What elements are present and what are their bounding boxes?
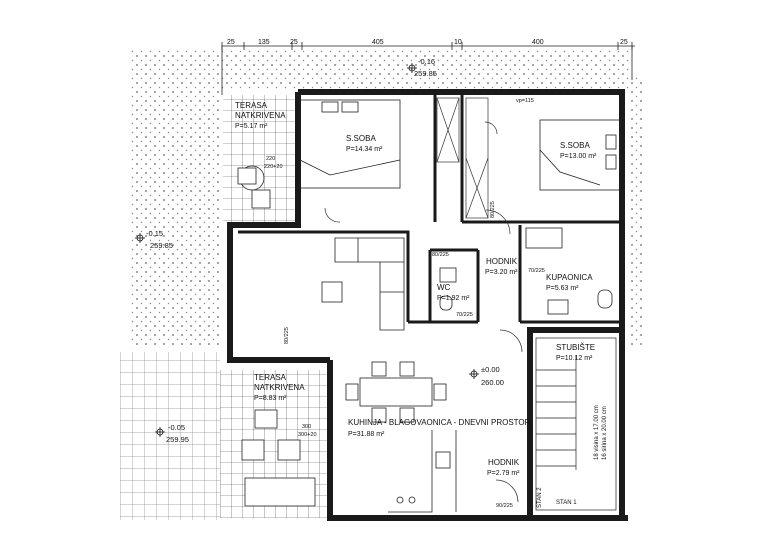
- dimension-line-top: [221, 42, 635, 95]
- wardrobes: [436, 97, 489, 219]
- level-center-b: 260.00: [481, 378, 504, 387]
- dim-10: 10: [454, 39, 462, 46]
- bed-2: [539, 119, 621, 191]
- window-w1b: 220+20: [264, 164, 283, 170]
- stan-labels: STAN 2 STAN 1: [537, 487, 577, 508]
- ground-dotted: [130, 48, 644, 348]
- room-terasa-bottom-l1: TERASA: [254, 373, 287, 382]
- room-terasa-bottom-l2: NATKRIVENA: [254, 383, 305, 392]
- door-d2: 80/225: [432, 252, 449, 258]
- room-terasa-top-l1: TERASA: [235, 101, 268, 110]
- sofa: [321, 237, 405, 331]
- door-d1: 80/225: [490, 201, 496, 218]
- dim-25-a: 25: [227, 39, 235, 46]
- stair-notes: 18 visina x 17.00 cm 16 sirina x 20.00 c…: [594, 405, 608, 460]
- dining-table: [345, 361, 447, 423]
- room-wc: WC: [437, 283, 451, 292]
- level-center-a: ±0.00: [481, 365, 500, 374]
- dim-400: 400: [532, 39, 544, 46]
- kitchen-counter: [388, 430, 457, 513]
- level-left-b: 259.85: [150, 241, 173, 250]
- bed-1: [299, 99, 401, 189]
- dimension-texts: 25 135 25 405 10 400 25: [227, 39, 628, 46]
- door-d3: 70/225: [528, 268, 545, 274]
- stair-note-1: 18 visina x 17.00 cm: [594, 405, 600, 460]
- level-top-b: 259.85: [414, 69, 437, 78]
- door-d5: 80/225: [284, 327, 290, 344]
- level-left-a: -0.15: [146, 229, 163, 238]
- room-wc-area: P=1.92 m²: [437, 295, 470, 302]
- room-stubiste-area: P=10.12 m²: [556, 355, 593, 362]
- room-hodnik-1-area: P=3.20 m²: [485, 269, 518, 276]
- room-hodnik-1: HODNIK: [486, 257, 518, 266]
- level-bottom-a: -0.05: [168, 423, 185, 432]
- level-bottom-b: 259.95: [166, 435, 189, 444]
- room-kuhinja: KUHINJA - BLAGOVAONICA - DNEVNI PROSTOR: [348, 418, 531, 427]
- exterior-walls: [227, 89, 628, 521]
- dim-135: 135: [258, 39, 270, 46]
- room-kuhinja-area: P=31.88 m²: [348, 431, 385, 438]
- stan-1-label: STAN 1: [556, 500, 577, 506]
- door-d6: 90/225: [496, 503, 513, 509]
- room-hodnik-2-area: P=2.79 m²: [487, 470, 520, 477]
- dim-25-b: 25: [290, 39, 298, 46]
- level-markers: [135, 63, 479, 437]
- terrace-furniture-bottom: [241, 409, 316, 507]
- window-w2b: 300+20: [298, 432, 317, 438]
- door-swings: [324, 121, 523, 503]
- room-labels: TERASA NATKRIVENA P=5.17 m² S.SOBA P=14.…: [235, 101, 597, 477]
- window-vp: vp=115: [516, 98, 534, 104]
- bathroom-fixtures: [439, 227, 613, 315]
- room-kupaonica: KUPAONICA: [546, 273, 593, 282]
- room-ssoba-1: S.SOBA: [346, 134, 376, 143]
- stair-note-2: 16 sirina x 20.00 cm: [602, 406, 608, 460]
- level-texts: -0.16 259.85 -0.15 259.85 ±0.00 260.00 -…: [146, 57, 504, 444]
- room-terasa-top-l2: NATKRIVENA: [235, 111, 286, 120]
- window-w1: 220: [266, 156, 275, 162]
- dim-405: 405: [372, 39, 384, 46]
- room-kupaonica-area: P=5.63 m²: [546, 285, 579, 292]
- room-stubiste: STUBIŠTE: [556, 343, 595, 352]
- interior-walls: [238, 95, 622, 324]
- room-terasa-top-area: P=5.17 m²: [235, 123, 268, 130]
- window-w2: 300: [302, 424, 311, 430]
- terrace-furniture-top: [237, 165, 271, 209]
- door-labels: 80/225 80/225 70/225 70/225 80/225 90/22…: [264, 98, 545, 509]
- room-ssoba-2-area: P=13.00 m²: [560, 153, 597, 160]
- room-ssoba-2: S.SOBA: [560, 141, 590, 150]
- room-terasa-bottom-area: P=8.83 m²: [254, 395, 287, 402]
- door-d4: 70/225: [456, 312, 473, 318]
- room-ssoba-1-area: P=14.34 m²: [346, 146, 383, 153]
- dim-25-c: 25: [620, 39, 628, 46]
- staircase: [535, 337, 617, 511]
- room-hodnik-2: HODNIK: [488, 458, 520, 467]
- stan-2-label: STAN 2: [537, 487, 543, 508]
- level-top-a: -0.16: [418, 57, 435, 66]
